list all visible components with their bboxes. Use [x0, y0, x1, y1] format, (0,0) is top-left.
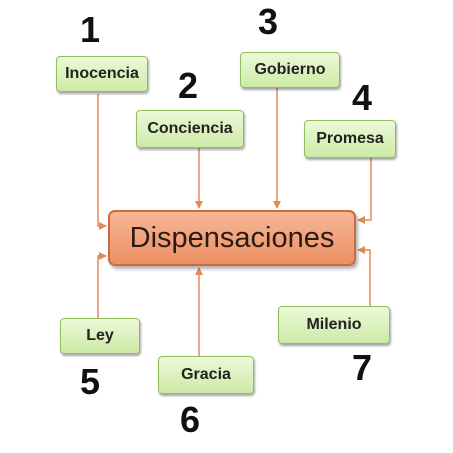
center-node: Dispensaciones	[108, 210, 356, 266]
connector-ley	[97, 252, 107, 318]
connector-promesa	[357, 158, 372, 224]
number-3: 3	[258, 1, 279, 42]
number-2: 2	[178, 65, 199, 106]
number-7: 7	[352, 347, 373, 388]
number-5: 5	[80, 361, 101, 402]
node-promesa: Promesa	[304, 120, 396, 158]
node-gracia: Gracia	[158, 356, 254, 394]
node-ley: Ley	[60, 318, 140, 354]
node-conciencia: Conciencia	[136, 110, 244, 148]
number-4: 4	[352, 77, 373, 118]
node-inocencia: Inocencia	[56, 56, 148, 92]
node-gobierno: Gobierno	[240, 52, 340, 88]
connector-milenio	[357, 246, 371, 306]
node-milenio: Milenio	[278, 306, 390, 344]
number-1: 1	[80, 9, 101, 50]
connector-inocencia	[97, 94, 107, 230]
number-6: 6	[180, 399, 201, 440]
